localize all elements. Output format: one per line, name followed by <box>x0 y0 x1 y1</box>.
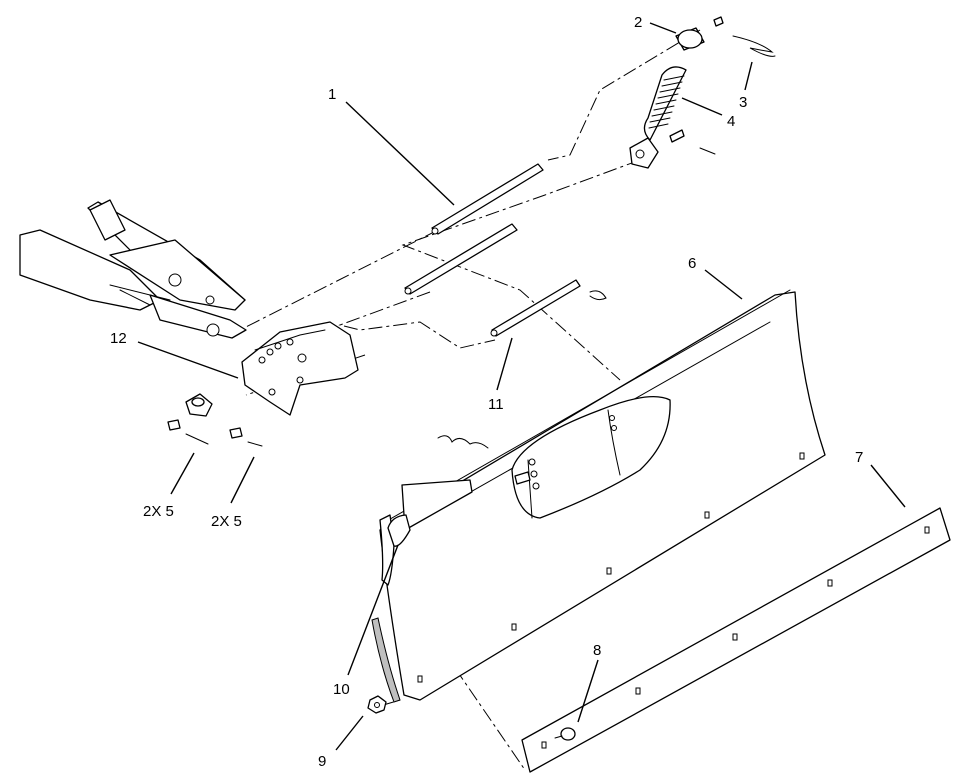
leader-lines <box>137 22 906 751</box>
callout-4: 4 <box>727 113 735 130</box>
blade-lower-strip <box>371 617 401 703</box>
rod-clip <box>589 290 607 301</box>
middle-rod <box>404 223 518 295</box>
pivot-pin <box>514 471 531 485</box>
spring-bolt <box>669 129 685 143</box>
callout-12: 12 <box>110 330 127 347</box>
rods <box>404 163 607 337</box>
callout-1: 1 <box>328 86 336 103</box>
part-5-cotter-a <box>185 433 209 445</box>
leader-5b <box>230 456 255 504</box>
blade-hairpin <box>437 435 489 449</box>
frame-arm-bracket <box>89 199 126 241</box>
callout-10: 10 <box>333 681 350 698</box>
leader-11 <box>496 337 513 391</box>
spring-lower-block-hole <box>635 149 645 159</box>
spring-cotter-pin <box>699 147 716 155</box>
part-6-blade <box>371 289 826 703</box>
callout-9: 9 <box>318 753 326 770</box>
leader-8 <box>577 659 599 723</box>
frame-lower-bar <box>149 294 247 339</box>
part-3-pin-head <box>713 16 724 27</box>
centerline-top <box>547 29 701 161</box>
part-12-mounting-bracket <box>241 321 359 416</box>
part-2-cap-face <box>677 29 703 49</box>
blade-pivot-mount <box>511 396 671 519</box>
tractor-frame <box>19 199 247 339</box>
part-5-pin-a <box>167 419 181 431</box>
callout-7: 7 <box>855 449 863 466</box>
leader-6 <box>704 269 743 300</box>
part-10-skid-shoe <box>387 514 411 547</box>
leader-1 <box>345 101 455 206</box>
callout-3: 3 <box>739 94 747 111</box>
callout-5a: 2X 5 <box>143 503 174 520</box>
leader-10 <box>347 544 399 676</box>
callout-labels: 1 2 3 4 2X 5 2X 5 6 7 8 9 10 11 12 <box>110 14 863 770</box>
callout-5b: 2X 5 <box>211 513 242 530</box>
spring-assembly <box>629 16 776 169</box>
part-8-carriage-bolt <box>554 727 576 741</box>
leader-5a <box>170 452 195 495</box>
part-11-rod <box>491 279 581 337</box>
leader-2 <box>649 22 677 34</box>
part-9-nut <box>367 695 387 714</box>
leader-7 <box>870 464 906 508</box>
part-5-pin-b <box>229 427 243 439</box>
callout-2: 2 <box>634 14 642 31</box>
part-7-cutting-edge <box>521 507 951 773</box>
callout-6: 6 <box>688 255 696 272</box>
hardware-5 <box>167 393 263 447</box>
part-4-spring <box>643 66 687 141</box>
leader-4 <box>681 97 723 116</box>
part-3-hairpin-clip <box>732 35 776 57</box>
part-5-cotter-b <box>247 441 263 447</box>
leader-9 <box>335 715 364 751</box>
centerline-mid <box>338 291 496 349</box>
leader-3 <box>744 61 753 91</box>
centerline-rod1 <box>229 229 439 336</box>
callout-8: 8 <box>593 642 601 659</box>
callout-11: 11 <box>488 396 504 413</box>
centerline-edge <box>454 667 526 771</box>
centerline-upper <box>401 159 641 381</box>
leader-12 <box>137 341 239 379</box>
